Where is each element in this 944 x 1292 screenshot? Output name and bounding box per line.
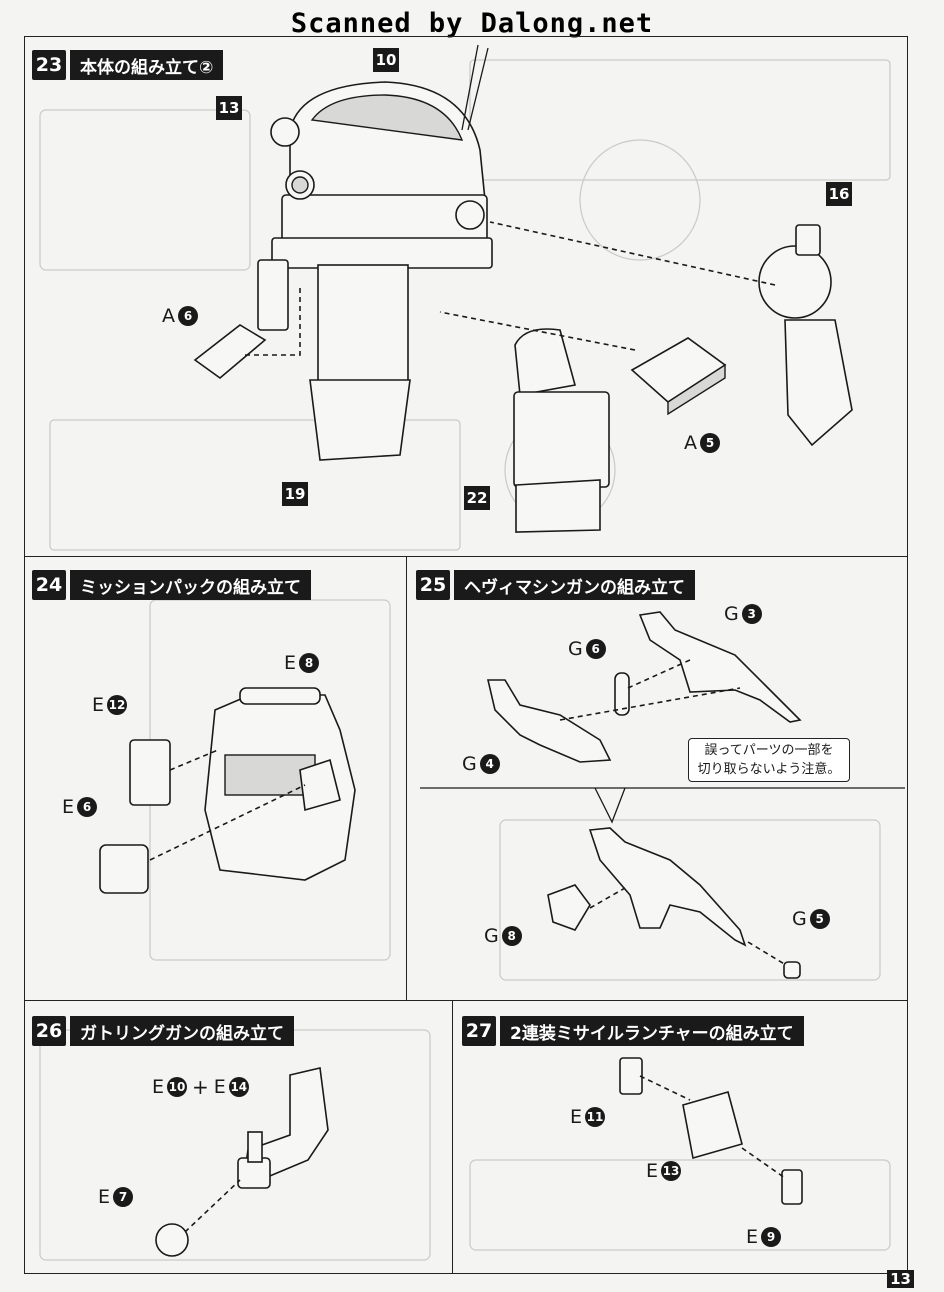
missile-launcher-drawing [619, 1057, 803, 1205]
part-runner: G [484, 925, 499, 947]
part-g5-drawing [783, 961, 801, 979]
body-assembly-drawing [257, 44, 493, 461]
part-runner: G [724, 603, 739, 625]
step-26-number: 26 [32, 1016, 66, 1046]
instruction-frame [24, 36, 908, 1274]
step-27-title: 2連装ミサイルランチャーの組み立て [500, 1016, 804, 1046]
legs-assembly-drawing [513, 328, 610, 533]
part-number-badge: 10 [167, 1077, 188, 1097]
heavy-machinegun-assembled-drawing [588, 827, 747, 947]
divider-col-2 [452, 1000, 453, 1274]
part-g8-drawing [547, 884, 591, 931]
step-26-title: ガトリングガンの組み立て [70, 1016, 294, 1046]
part-number-badge: 6 [77, 797, 98, 817]
step-26-header: 26 ガトリングガンの組み立て [32, 1016, 294, 1046]
part-number-badge: 12 [107, 695, 128, 715]
part-runner: A [162, 305, 175, 327]
step-25-number: 25 [416, 570, 450, 600]
part-runner: E [152, 1076, 165, 1098]
part-number-badge: 6 [178, 306, 198, 326]
part-number-badge: 4 [479, 754, 500, 774]
subassembly-tag-16: 16 [826, 182, 852, 206]
part-runner: E [284, 652, 297, 674]
divider-row-1 [24, 556, 908, 557]
step-24-header: 24 ミッションパックの組み立て [32, 570, 311, 600]
part-runner: E [213, 1076, 226, 1098]
subassembly-tag-22: 22 [464, 486, 490, 510]
subassembly-tag-19: 19 [282, 482, 308, 506]
part-number-badge: 7 [113, 1187, 134, 1207]
mission-pack-drawing [204, 687, 356, 881]
step-25-title: ヘヴィマシンガンの組み立て [454, 570, 695, 600]
part-a5-drawing [630, 337, 727, 416]
gatling-gun-drawing [237, 1067, 329, 1189]
subassembly-tag-13: 13 [216, 96, 242, 120]
step-23-number: 23 [32, 50, 66, 80]
part-number-badge: 8 [501, 926, 522, 946]
step-27-number: 27 [462, 1016, 496, 1046]
page-number: 13 [887, 1270, 914, 1288]
step-24-number: 24 [32, 570, 66, 600]
part-runner: E [746, 1226, 759, 1248]
part-runner: E [646, 1160, 659, 1182]
part-number-badge: 5 [700, 433, 720, 453]
part-runner: E [98, 1186, 111, 1208]
part-runner: E [570, 1106, 583, 1128]
plus-sign: + [192, 1075, 209, 1099]
part-a6-drawing [193, 324, 267, 380]
divider-col-1 [406, 556, 407, 1000]
arm-assembly-drawing [758, 224, 853, 447]
caution-note: 誤ってパーツの一部を 切り取らないよう注意。 [688, 738, 850, 782]
step-25-header: 25 ヘヴィマシンガンの組み立て [416, 570, 695, 600]
part-runner: G [462, 753, 477, 775]
part-number-badge: 6 [585, 639, 606, 659]
step-27-header: 27 2連装ミサイルランチャーの組み立て [462, 1016, 804, 1046]
part-number-badge: 14 [228, 1077, 249, 1097]
heavy-machinegun-exploded-drawing [486, 611, 802, 763]
part-e7-drawing [155, 1223, 189, 1257]
watermark-text: Scanned by Dalong.net [290, 8, 654, 39]
part-runner: A [684, 432, 697, 454]
part-number-badge: 13 [661, 1161, 682, 1181]
step-24-title: ミッションパックの組み立て [70, 570, 311, 600]
step-23-title: 本体の組み立て② [70, 50, 224, 80]
divider-row-2 [24, 1000, 908, 1001]
part-runner: E [62, 796, 75, 818]
caution-note-line-1: 誤ってパーツの一部を [704, 743, 834, 758]
part-number-badge: 8 [299, 653, 320, 673]
part-e12-drawing [129, 739, 171, 806]
part-e6-drawing [99, 844, 149, 894]
part-runner: G [568, 638, 583, 660]
caution-note-line-2: 切り取らないよう注意。 [697, 762, 841, 777]
part-number-badge: 9 [761, 1227, 782, 1247]
subassembly-tag-10: 10 [373, 48, 399, 72]
part-number-badge: 11 [585, 1107, 606, 1127]
step-23-header: 23 本体の組み立て② [32, 50, 224, 80]
part-runner: G [792, 908, 807, 930]
part-runner: E [92, 694, 105, 716]
part-number-badge: 3 [741, 604, 762, 624]
part-number-badge: 5 [809, 909, 830, 929]
